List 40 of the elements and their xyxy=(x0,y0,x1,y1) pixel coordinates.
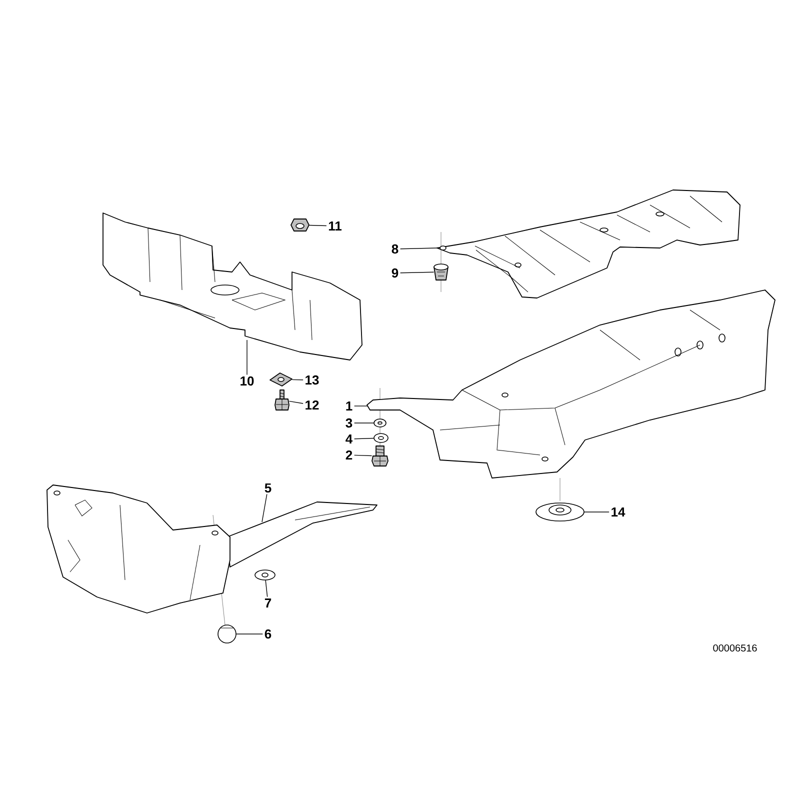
leader-line xyxy=(288,400,304,404)
leader-line xyxy=(292,379,304,380)
clip-nut-drawing xyxy=(270,372,292,386)
callout-number: 8 xyxy=(392,244,398,254)
washer-drawing xyxy=(254,570,276,580)
leader-line xyxy=(400,272,434,274)
leader-line xyxy=(354,422,374,424)
callout-number: 14 xyxy=(612,508,626,516)
leader-line xyxy=(308,224,327,226)
heat-shield-drawing xyxy=(366,290,776,478)
callout-number: 4 xyxy=(346,434,353,444)
drawing-number: 00006516 xyxy=(713,644,757,652)
grommet-drawing xyxy=(434,264,448,280)
callout-number: 3 xyxy=(346,418,352,428)
callout-number: 10 xyxy=(240,376,254,386)
callout-number: 5 xyxy=(264,483,272,493)
callout-number: 13 xyxy=(306,375,319,385)
washer-drawing xyxy=(374,433,388,443)
callout-number: 2 xyxy=(346,450,352,460)
callout-number: 11 xyxy=(328,222,342,230)
disc-drawing xyxy=(536,502,584,522)
leader-line xyxy=(354,438,374,440)
bolt-drawing xyxy=(372,446,388,466)
leader-line xyxy=(354,454,372,456)
leader-line xyxy=(262,494,268,522)
callout-number: 12 xyxy=(306,400,319,410)
callout-number: 7 xyxy=(264,598,272,608)
callout-number: 9 xyxy=(392,268,398,278)
leader-line xyxy=(400,248,438,250)
splash-shield-drawing xyxy=(102,212,362,360)
leader-line xyxy=(246,340,248,376)
washer-drawing xyxy=(374,418,386,428)
nut-drawing xyxy=(290,218,310,232)
skid-plate-drawing xyxy=(46,484,378,614)
callout-number: 6 xyxy=(264,629,272,639)
heat-shield-drawing xyxy=(436,190,740,298)
screw-drawing xyxy=(274,390,290,410)
cap-drawing xyxy=(218,624,236,644)
callout-number: 1 xyxy=(346,402,352,410)
leader-line xyxy=(265,580,268,598)
